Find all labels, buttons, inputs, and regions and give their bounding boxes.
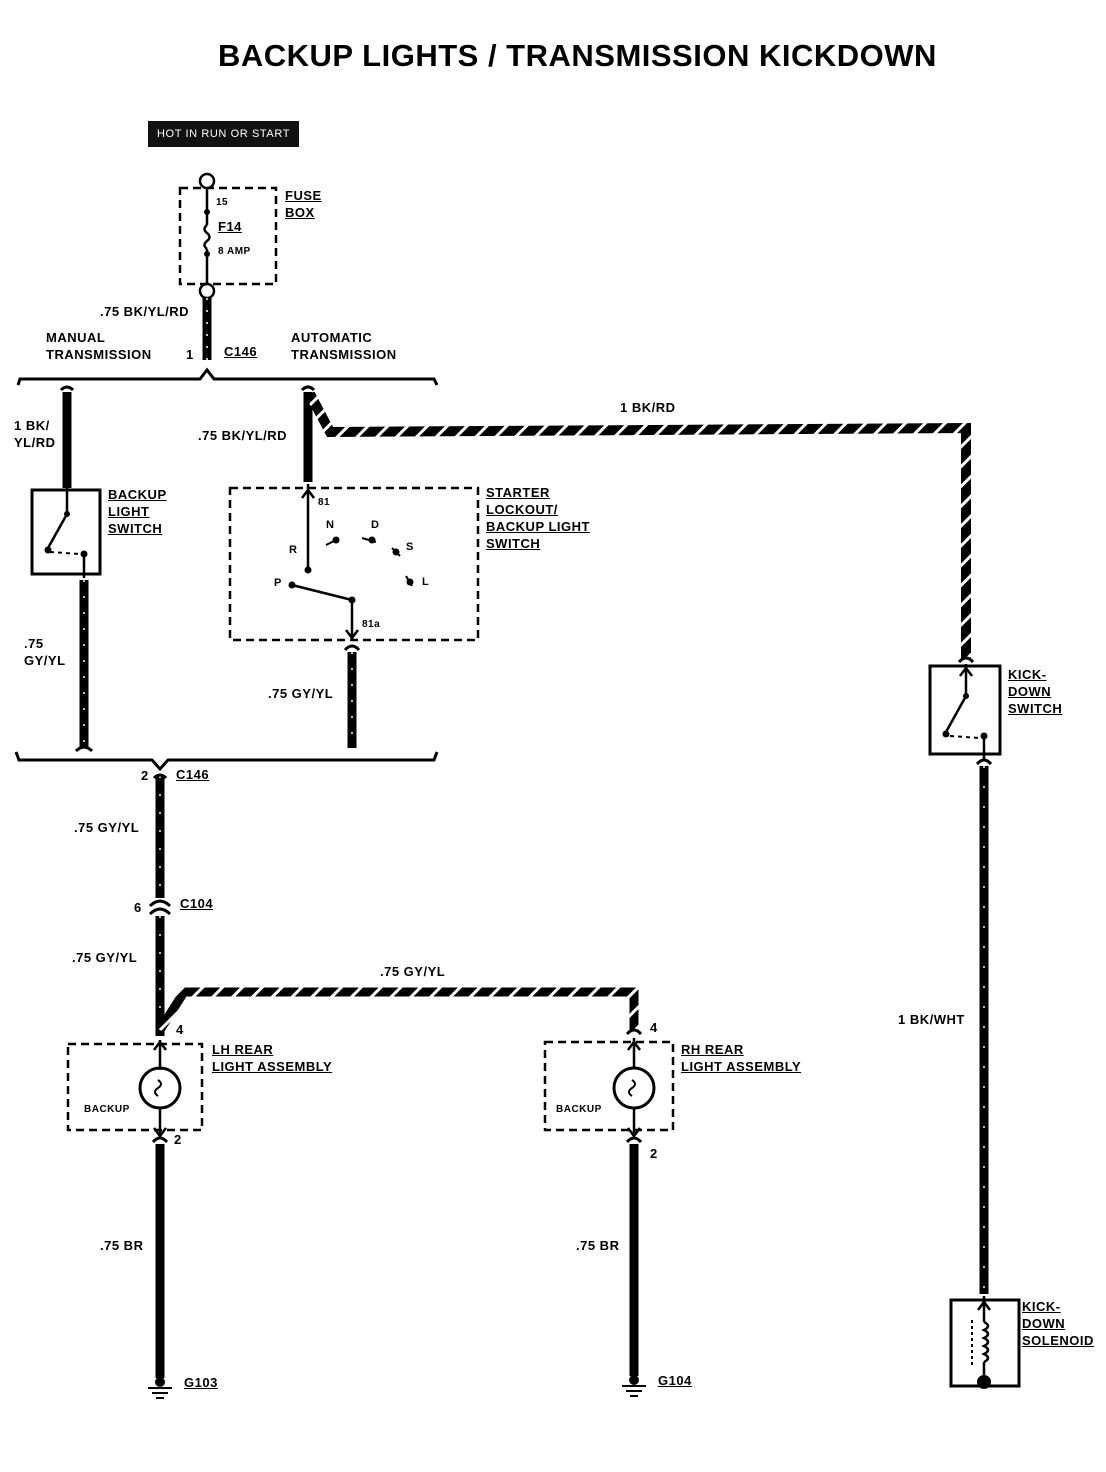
wire-label-kickdown-sol: 1 BK/WHT [898,1012,965,1027]
c146-bottom-label: C146 [176,767,210,782]
wire-auto-in [300,385,316,482]
rh-rear-light-box [543,1038,675,1139]
c104-label: C104 [180,896,214,911]
ground-g103-label: G103 [184,1375,218,1390]
rh-backup-label: BACKUP [556,1104,602,1115]
position-n: N [326,519,335,531]
wire-label-auto-in: .75 BK/YL/RD [198,428,288,443]
wire-auto-out [343,644,361,748]
fuse-terminal: 15 [216,197,229,208]
lh-backup-label: BACKUP [84,1104,130,1115]
kickdown-solenoid-label: KICK- DOWN SOLENOID [1022,1299,1094,1348]
wire-label-fuse-out: .75 BK/YL/RD [100,304,190,319]
rh-pin-2: 2 [650,1146,658,1161]
position-r: R [289,544,298,556]
wire-manual-in [59,385,75,488]
starter-lockout-switch-box [228,484,480,642]
rh-pin-4: 4 [650,1020,658,1035]
fuse-name: F14 [218,219,242,234]
wire-lh-to-rh [156,987,643,1036]
ground-g103-symbol [148,1377,172,1399]
wire-kickdown-feed [305,391,971,660]
wire-label-c104-lh: .75 GY/YL [72,950,138,965]
wire-lh-to-ground [151,1136,169,1378]
wire-label-lh-gnd: .75 BR [100,1238,144,1253]
c146-top-label: C146 [224,344,258,359]
ground-g104-symbol [622,1375,646,1397]
c104-connector [148,899,172,916]
wire-label-lh-rh: .75 GY/YL [380,964,446,979]
wire-rh-to-ground [625,1136,643,1376]
wire-label-kickdown-feed: 1 BK/RD [620,400,676,415]
wire-c146-to-c104 [152,773,168,898]
backup-light-switch-box [30,486,102,578]
page-title: BACKUP LIGHTS / TRANSMISSION KICKDOWN [218,38,937,73]
c104-pin: 6 [134,900,142,915]
starter-pin-81: 81 [318,497,331,508]
c146-top-pin: 1 [186,347,194,362]
lh-pin-4: 4 [176,1022,184,1037]
position-p: P [274,577,282,589]
position-l: L [422,576,430,588]
c146-bottom-pin: 2 [141,768,149,783]
c146-bottom-bracket [14,751,439,772]
kickdown-switch-label: KICK- DOWN SWITCH [1008,667,1063,716]
backup-light-switch-label: BACKUP LIGHT SWITCH [108,487,167,536]
wire-manual-out [74,580,94,753]
position-s: S [406,541,414,553]
branch-manual-label: MANUAL TRANSMISSION [46,330,152,362]
branch-automatic-label: AUTOMATIC TRANSMISSION [291,330,397,362]
wire-label-manual-in: 1 BK/ YL/RD [14,418,56,450]
starter-switch-label: STARTER LOCKOUT/ BACKUP LIGHT SWITCH [486,485,590,551]
lh-rear-light-box [66,1039,204,1139]
ground-g104-label: G104 [658,1373,692,1388]
wire-label-auto-out: .75 GY/YL [268,686,334,701]
fuse-rating: 8 AMP [218,246,251,257]
kickdown-solenoid-box [949,1296,1021,1389]
lh-pin-2: 2 [174,1132,182,1147]
fuse-box-label: FUSE BOX [285,188,322,220]
starter-pin-81a: 81a [362,619,381,630]
kickdown-switch-box [928,656,1002,760]
lh-rear-label: LH REAR LIGHT ASSEMBLY [212,1042,333,1074]
wire-kickdown-to-solenoid [975,758,993,1294]
power-label: HOT IN RUN OR START [148,121,300,148]
fuse-box [178,172,278,300]
rh-rear-label: RH REAR LIGHT ASSEMBLY [681,1042,802,1074]
wire-label-manual-out: .75 GY/YL [24,636,66,668]
position-d: D [371,519,380,531]
wire-label-c146-c104: .75 GY/YL [74,820,140,835]
c146-top-bracket [16,367,439,386]
wire-label-rh-gnd: .75 BR [576,1238,620,1253]
